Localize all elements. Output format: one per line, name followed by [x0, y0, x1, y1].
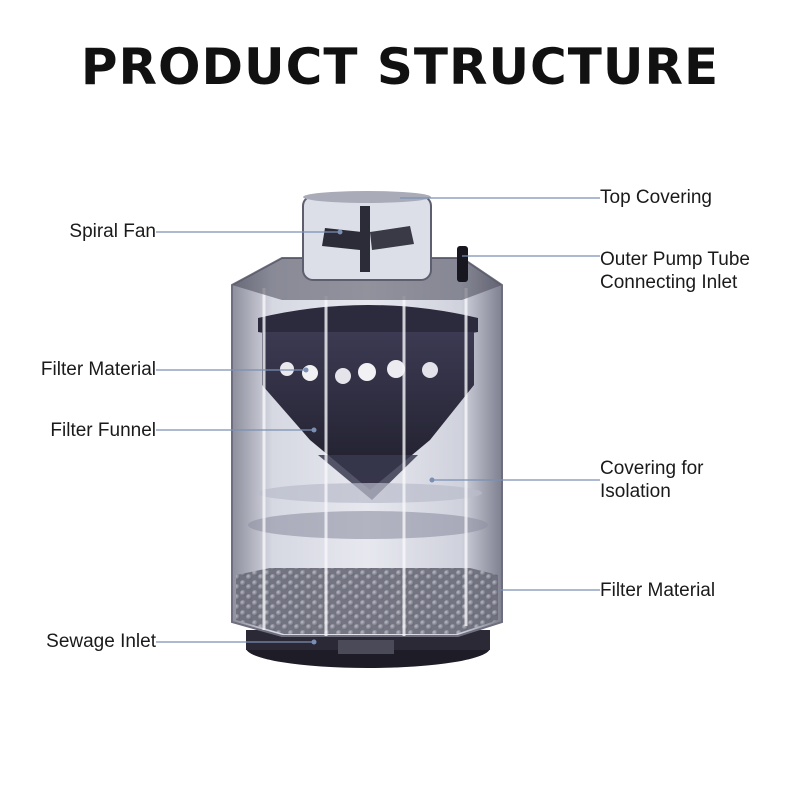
filter-balls	[280, 360, 438, 384]
label-filter-funnel: Filter Funnel	[50, 420, 156, 441]
label-sewage-inlet: Sewage Inlet	[46, 631, 156, 652]
pump-tube	[457, 246, 468, 282]
gravel-chamber	[236, 568, 498, 634]
lower-cylinder-top	[248, 511, 488, 539]
panel-edges	[262, 288, 468, 636]
label-spiral-fan: Spiral Fan	[69, 221, 156, 242]
label-filter-material-top: Filter Material	[40, 359, 156, 380]
isolation-cone	[318, 455, 418, 500]
leader-endpoints	[303, 229, 435, 645]
label-outer-pump-tube-line1: Outer Pump Tube	[600, 249, 750, 270]
sewage-inlet-grille	[338, 640, 394, 654]
leader-lines	[156, 197, 600, 643]
label-covering-isolation-line1: Covering for	[600, 458, 704, 479]
label-filter-material-bottom: Filter Material	[600, 580, 716, 601]
spiral-fan-shape	[322, 206, 414, 272]
label-covering-isolation: Covering for Isolation	[600, 457, 704, 503]
label-outer-pump-tube-line2: Connecting Inlet	[600, 272, 738, 293]
label-covering-isolation-line2: Isolation	[600, 481, 671, 502]
label-outer-pump-tube: Outer Pump Tube Connecting Inlet	[600, 248, 750, 294]
top-covering-rim	[303, 191, 431, 203]
isolation-disk	[258, 483, 482, 503]
page-title: PRODUCT STRUCTURE	[80, 38, 720, 96]
label-top-covering: Top Covering	[600, 187, 712, 208]
